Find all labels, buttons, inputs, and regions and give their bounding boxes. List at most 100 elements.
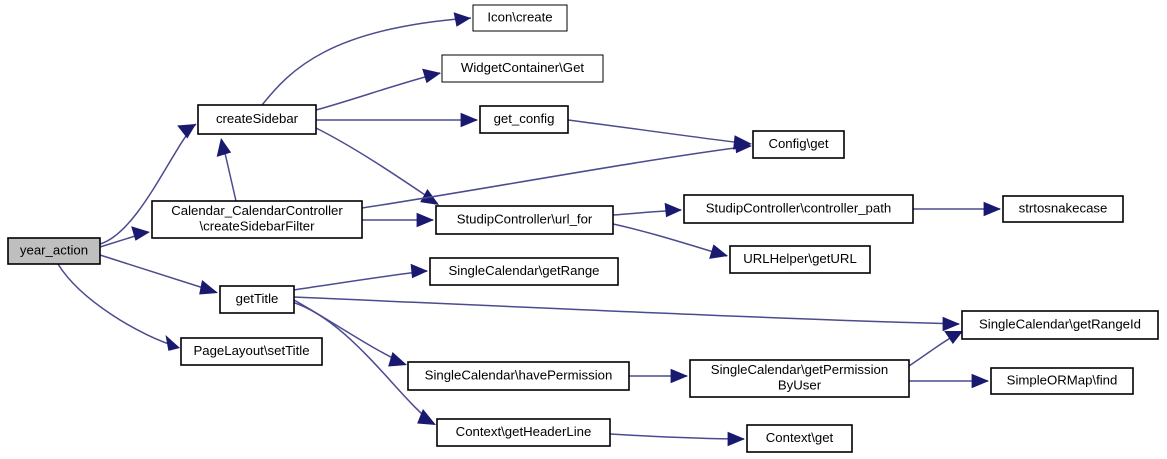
node-box[interactable] [729, 245, 871, 274]
node-label: StudipController\controller_path [706, 200, 891, 215]
arrowhead [944, 331, 963, 345]
node-getRange[interactable]: SingleCalendar\getRange [429, 257, 619, 286]
arrowhead [388, 351, 407, 367]
node-box[interactable] [180, 337, 323, 366]
arrowhead [165, 334, 180, 351]
node-urlHelperGetURL[interactable]: URLHelper\getURL [729, 245, 871, 274]
node-controllerPath[interactable]: StudipController\controller_path [683, 194, 914, 224]
node-urlFor[interactable]: StudipController\url_for [435, 205, 614, 235]
node-box[interactable] [689, 359, 910, 398]
node-label: Calendar_CalendarController [171, 203, 343, 218]
node-box[interactable] [1002, 195, 1124, 223]
edge-line [612, 223, 728, 257]
node-label: strtosnakecase [1019, 200, 1108, 215]
node-box[interactable] [683, 194, 914, 224]
node-box[interactable] [197, 104, 317, 135]
node-box[interactable] [429, 257, 619, 286]
arrowhead [733, 135, 752, 150]
edge-line [315, 127, 438, 204]
arrowhead [664, 202, 682, 218]
node-label: get_config [494, 111, 555, 126]
node-label: Context\getHeaderLine [456, 424, 592, 439]
node-box[interactable] [435, 205, 614, 235]
node-getHeaderLine[interactable]: Context\getHeaderLine [436, 418, 611, 447]
node-box[interactable] [746, 424, 853, 453]
node-label: Context\get [766, 430, 834, 445]
edge-havePermission-to-getPermissionByUser [629, 368, 688, 384]
node-layer: year_action createSidebarCalendar_Calenda… [7, 4, 1159, 453]
arrowhead [417, 409, 436, 425]
node-label: SingleCalendar\getPermission [711, 362, 888, 377]
node-getConfig[interactable]: get_config [479, 105, 569, 134]
node-createSidebar[interactable]: createSidebar [197, 104, 317, 135]
edge-line [261, 17, 472, 106]
node-label: URLHelper\getURL [743, 251, 857, 266]
edge-getTitle-to-getHeaderLine [291, 301, 436, 425]
arrowhead [670, 368, 688, 384]
node-label: ByUser [778, 378, 822, 393]
arrowhead [727, 431, 745, 447]
node-label: createSidebar [216, 111, 299, 126]
node-havePermission[interactable]: SingleCalendar\havePermission [407, 361, 630, 391]
arrowhead [971, 373, 989, 389]
node-label: \createSidebarFilter [199, 219, 315, 234]
node-iconCreate[interactable]: Icon\create [472, 4, 568, 32]
edge-urlFor-to-urlHelperGetURL [612, 223, 728, 259]
arrowhead [942, 316, 960, 332]
node-label: SingleCalendar\havePermission [425, 367, 613, 382]
edge-line [609, 433, 745, 440]
arrowhead [460, 112, 478, 128]
arrowhead [453, 12, 471, 27]
edge-controllerPath-to-strtosnakecase [913, 201, 1001, 217]
node-label: SingleCalendar\getRange [448, 263, 599, 278]
edge-createSidebar-to-iconCreate [261, 12, 472, 106]
arrowhead [422, 68, 441, 84]
node-widgetContainerGet[interactable]: WidgetContainer\Get [441, 54, 604, 83]
arrowhead [410, 263, 428, 279]
node-getTitle[interactable]: getTitle [219, 285, 295, 314]
node-year_action[interactable]: year_action [7, 237, 101, 265]
edge-calCtrl-to-urlFor [362, 212, 434, 228]
node-label: SingleCalendar\getRangeId [979, 316, 1141, 331]
node-strtosnakecase[interactable]: strtosnakecase [1002, 195, 1124, 223]
node-box[interactable] [752, 130, 845, 159]
edge-getTitle-to-getRange [293, 263, 428, 291]
node-box[interactable] [436, 418, 611, 447]
node-label: Config\get [768, 136, 828, 151]
edge-layer [57, 12, 1001, 447]
node-box[interactable] [472, 4, 568, 32]
node-box[interactable] [151, 200, 363, 239]
node-label: SimpleORMap\find [1007, 372, 1118, 387]
node-box[interactable] [479, 105, 569, 134]
node-contextGet[interactable]: Context\get [746, 424, 853, 453]
arrowhead [983, 201, 1001, 217]
node-simpleORMapFind[interactable]: SimpleORMap\find [990, 367, 1134, 395]
node-calCtrl[interactable]: Calendar_CalendarController\createSideba… [151, 200, 363, 239]
edge-year_action-to-calCtrl [99, 226, 150, 248]
node-label: Icon\create [487, 9, 552, 24]
arrowhead [709, 244, 728, 259]
edge-year_action-to-pageLayoutSetTitle [57, 263, 180, 351]
edge-urlFor-to-controllerPath [612, 202, 682, 218]
edge-line [293, 270, 428, 291]
edge-calCtrl-to-createSidebar [216, 138, 237, 202]
node-configGet[interactable]: Config\get [752, 130, 845, 159]
node-box[interactable] [961, 310, 1159, 340]
node-box[interactable] [990, 367, 1134, 395]
node-getRangeId[interactable]: SingleCalendar\getRangeId [961, 310, 1159, 340]
node-pageLayoutSetTitle[interactable]: PageLayout\setTitle [180, 337, 323, 366]
edge-line [567, 119, 751, 145]
node-label: StudipController\url_for [457, 211, 593, 226]
node-label: PageLayout\setTitle [193, 343, 309, 358]
node-box[interactable] [7, 237, 101, 265]
node-box[interactable] [407, 361, 630, 391]
edge-getHeaderLine-to-contextGet [609, 431, 745, 447]
node-box[interactable] [219, 285, 295, 314]
edge-createSidebar-to-getConfig [316, 112, 478, 128]
edge-line [293, 296, 960, 325]
edge-year_action-to-createSidebar [99, 123, 197, 245]
node-box[interactable] [441, 54, 604, 83]
